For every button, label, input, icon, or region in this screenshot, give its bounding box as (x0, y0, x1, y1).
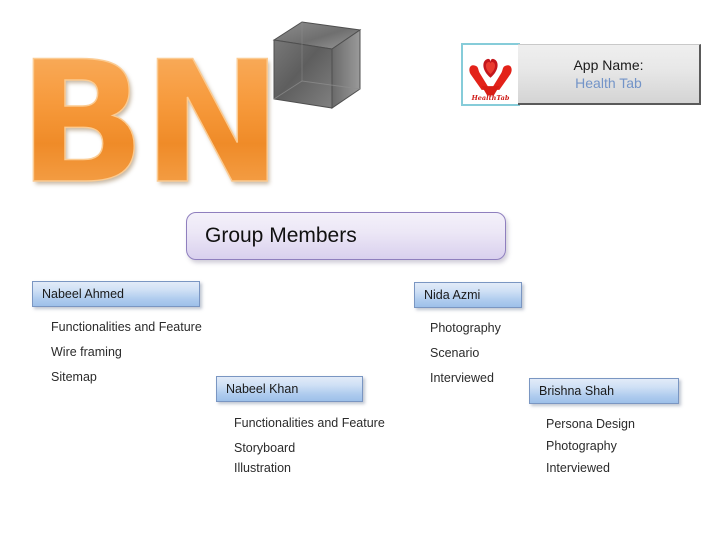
member-name-label: Nabeel Khan (226, 382, 299, 396)
group-members-banner: Group Members (186, 212, 506, 260)
member-task: Illustration (234, 461, 291, 475)
member-name-label: Brishna Shah (539, 384, 615, 398)
member-task: Storyboard (234, 441, 296, 455)
member-task: Wire framing (51, 345, 122, 359)
member-name-box: Nabeel Ahmed (32, 281, 200, 307)
member-task-list: Functionalities and Feature Wire framing… (51, 320, 202, 384)
member-task: Photography (546, 439, 617, 453)
member-name-label: Nida Azmi (424, 288, 481, 302)
app-name-value: Health Tab (575, 75, 642, 91)
member-task-list: Functionalities and Feature Storyboard I… (234, 416, 385, 475)
group-members-title: Group Members (205, 224, 357, 247)
member-block-brishna-shah: Brishna Shah Persona Design Photography … (529, 378, 679, 483)
member-task: Functionalities and Feature (234, 416, 385, 430)
member-task: Photography (430, 321, 501, 335)
member-name-box: Nabeel Khan (216, 376, 363, 402)
member-name-label: Nabeel Ahmed (42, 287, 125, 301)
member-task: Functionalities and Feature (51, 320, 202, 334)
app-name-box: App Name: Health Tab (518, 44, 701, 105)
member-task-list: Persona Design Photography Interviewed (546, 417, 679, 475)
member-task-list: Photography Scenario Interviewed (430, 321, 522, 385)
member-task: Interviewed (430, 371, 494, 385)
health-tab-logo: HealthTab (461, 43, 520, 106)
member-name-box: Nida Azmi (414, 282, 522, 308)
member-task: Sitemap (51, 370, 97, 384)
app-name-label: App Name: (573, 57, 644, 73)
member-task: Persona Design (546, 417, 635, 431)
bn-wordmark-logo: BN (18, 38, 288, 208)
member-name-box: Brishna Shah (529, 378, 679, 404)
member-block-nida-azmi: Nida Azmi Photography Scenario Interview… (414, 282, 522, 396)
health-tab-logo-caption: HealthTab (471, 94, 510, 102)
member-task: Interviewed (546, 461, 610, 475)
3d-cube-icon (272, 21, 362, 109)
member-block-nabeel-ahmed: Nabeel Ahmed Functionalities and Feature… (32, 281, 202, 395)
member-task: Scenario (430, 346, 480, 360)
app-name-panel: HealthTab App Name: Health Tab (461, 43, 701, 107)
member-block-nabeel-khan: Nabeel Khan Functionalities and Feature … (216, 376, 385, 481)
bn-wordmark-outline: BN (17, 25, 283, 221)
